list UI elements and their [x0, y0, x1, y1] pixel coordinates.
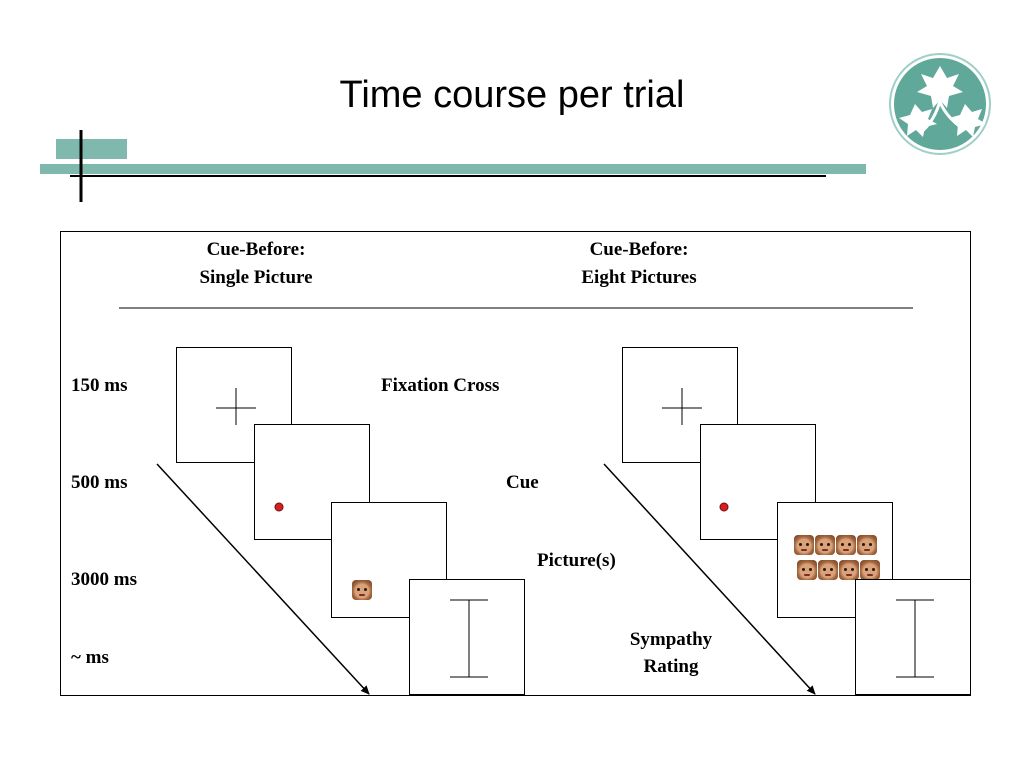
- time-label-cue: 500 ms: [71, 472, 128, 493]
- time-label-picture: 3000 ms: [71, 569, 137, 590]
- baby-face-image: [860, 560, 880, 580]
- time-label-rating: ~ ms: [71, 647, 109, 668]
- rating-scale-icon: [450, 599, 488, 678]
- baby-face-image: [836, 535, 856, 555]
- fixation-cross-icon: [662, 388, 702, 425]
- stage-label-rating: Sympathy Rating: [600, 626, 742, 680]
- screen-rating-eight: [855, 579, 971, 695]
- slide-title: Time course per trial: [339, 74, 685, 116]
- baby-face-image: [815, 535, 835, 555]
- baby-face-image: [797, 560, 817, 580]
- stage-label-rating-line1: Sympathy: [629, 629, 713, 650]
- baby-face-image: [857, 535, 877, 555]
- screen-rating-single: [409, 579, 525, 695]
- baby-face-image: [818, 560, 838, 580]
- ivy-leaves-logo: [889, 53, 991, 155]
- stage-label-pictures: Picture(s): [537, 550, 616, 571]
- header-right-line2: Eight Pictures: [581, 267, 697, 288]
- fixation-cross-icon: [216, 388, 256, 425]
- baby-face-image: [839, 560, 859, 580]
- stage-label-fixation: Fixation Cross: [381, 375, 500, 396]
- header-left-line1: Cue-Before:: [206, 239, 306, 260]
- header-right-line1: Cue-Before:: [589, 239, 689, 260]
- stage-label-rating-line2: Rating: [643, 656, 699, 677]
- baby-face-image: [794, 535, 814, 555]
- rating-scale-icon: [896, 599, 934, 678]
- time-label-fixation: 150 ms: [71, 375, 128, 396]
- baby-face-image: [352, 580, 372, 600]
- header-eight-pictures: Cue-Before: Eight Pictures: [539, 236, 739, 292]
- header-left-line2: Single Picture: [199, 267, 313, 288]
- header-single-picture: Cue-Before: Single Picture: [156, 236, 356, 292]
- title-decoration: [40, 130, 866, 202]
- stage-label-cue: Cue: [506, 472, 539, 493]
